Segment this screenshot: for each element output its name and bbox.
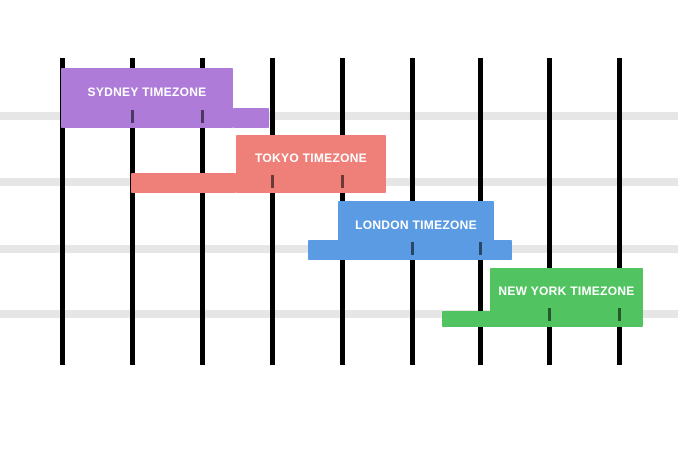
gridline-tick-overlay-1-4: [341, 175, 344, 188]
gridline-tick-overlay-3-7: [548, 308, 551, 321]
gridline-column-0: [60, 58, 65, 365]
gantt-bar-label: NEW YORK TIMEZONE: [498, 284, 635, 298]
gridline-tick-overlay-0-1: [131, 110, 134, 123]
gantt-bar-label: SYDNEY TIMEZONE: [87, 85, 207, 99]
gridline-tick-overlay-2-6: [479, 242, 482, 255]
gantt-bar-body[interactable]: TOKYO TIMEZONE: [236, 135, 386, 193]
gridline-column-7: [547, 58, 552, 365]
gantt-bar-extension[interactable]: [131, 173, 236, 193]
gridline-tick-overlay-3-8: [618, 308, 621, 321]
gridline-row-0: [0, 112, 678, 120]
gridline-column-1: [130, 58, 135, 365]
gridline-column-2: [200, 58, 205, 365]
gridline-row-3: [0, 310, 678, 318]
gridline-tick-overlay-0-2: [201, 110, 204, 123]
gridline-tick-overlay-2-5: [411, 242, 414, 255]
gridline-column-3: [270, 58, 275, 365]
gridline-column-8: [617, 58, 622, 365]
gantt-bar-body[interactable]: LONDON TIMEZONE: [338, 201, 494, 260]
gridline-tick-overlay-1-3: [271, 175, 274, 188]
gantt-bar-body[interactable]: SYDNEY TIMEZONE: [61, 68, 233, 128]
gantt-bar-label: TOKYO TIMEZONE: [255, 151, 367, 165]
gantt-bar-label: LONDON TIMEZONE: [355, 217, 477, 232]
gantt-bar-extension[interactable]: [233, 108, 269, 128]
